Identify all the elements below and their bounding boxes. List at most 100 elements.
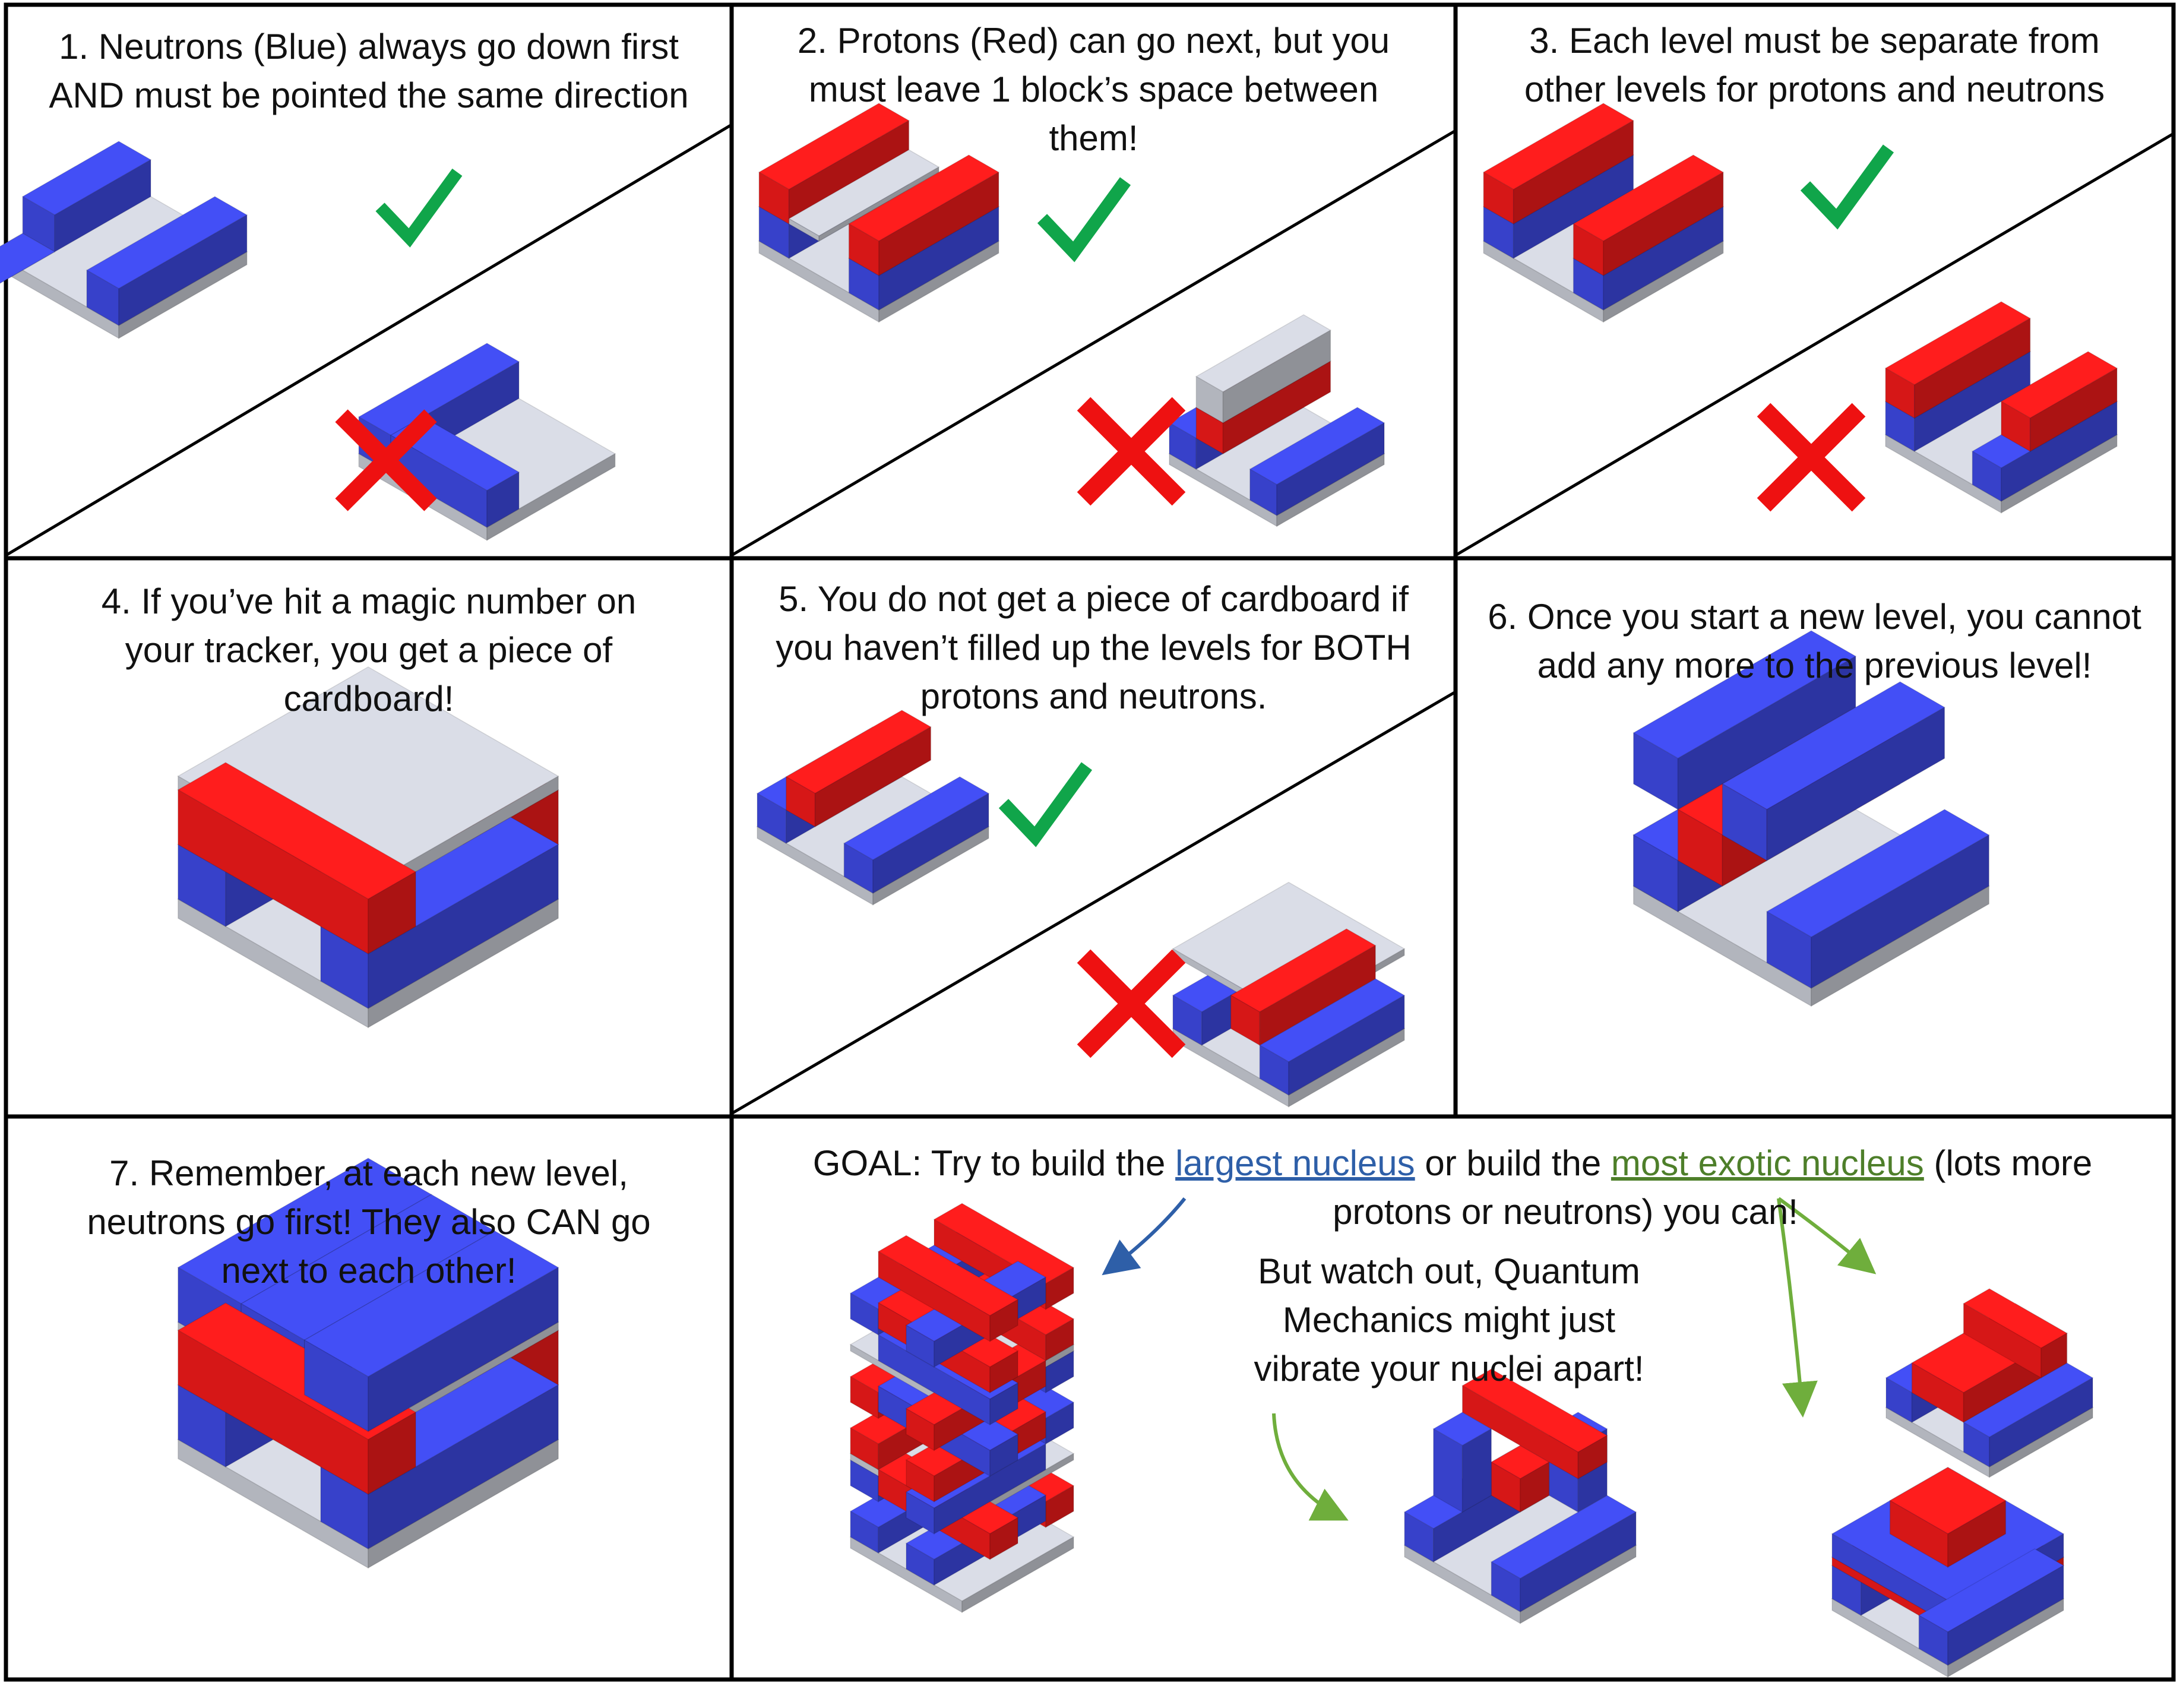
neutron-block-4-side	[2001, 400, 2118, 502]
neutron-block-3	[0, 233, 56, 284]
neutron-block-4	[86, 196, 248, 327]
goal-arrows	[1102, 1197, 1877, 1521]
check-icon	[1800, 144, 1894, 230]
check-icon	[998, 762, 1093, 847]
proton-block-6-side	[368, 871, 416, 955]
goal-title: GOAL: Try to build the largest nucleus o…	[732, 1139, 2173, 1236]
neutron-block-4	[1258, 978, 1406, 1096]
rule-3-line-1: 3. Each level must be separate from	[1529, 21, 2100, 61]
rule-4-line-2: your tracker, you get a piece of	[125, 630, 613, 670]
rule-7-title: 7. Remember, at each new level, neutrons…	[6, 1149, 732, 1295]
rule-3-title: 3. Each level must be separate from othe…	[1456, 17, 2173, 114]
proton-block-3	[1482, 103, 1635, 225]
rule-3-correct-build	[1482, 103, 1725, 323]
cardboard-block-5	[1195, 314, 1332, 424]
neutron-block-5	[1432, 1412, 1492, 1513]
rule-4-title: 4. If you’ve hit a magic number on your …	[6, 577, 732, 723]
neutron-block-9-side	[368, 1266, 559, 1432]
neutron-block-5-side	[1461, 1428, 1492, 1513]
proton-block-23	[877, 1235, 1019, 1342]
neutron-block-4-side	[872, 792, 989, 894]
check-and-cross-marks	[335, 144, 1894, 1058]
rule-5-title: 5. You do not get a piece of cardboard i…	[732, 575, 1456, 721]
proton-block-4	[1490, 1445, 1551, 1513]
block-illustrations	[0, 103, 2118, 1678]
cross-icon	[1757, 403, 1866, 512]
proton-block-6-side	[1947, 1500, 2007, 1568]
rule-5-line-3: protons and neutrons.	[920, 676, 1267, 716]
exotic-proton-rich-build	[1885, 1288, 2094, 1478]
rule-7-line-2: neutrons go first! They also CAN go	[87, 1202, 651, 1242]
rule-6-line-2: add any more to the previous level!	[1537, 646, 2092, 685]
neutron-block-4-side	[1989, 1377, 2093, 1468]
proton-block-3-side	[1914, 317, 2031, 419]
goal-prefix: GOAL: Try to build the	[812, 1143, 1176, 1183]
neutron-block-14-side	[989, 1433, 1018, 1477]
cardboard-block-1-side	[961, 1536, 1074, 1614]
largest-nucleus-stack	[849, 1203, 1075, 1614]
neutron-block-5-side	[1947, 1564, 2064, 1666]
neutron-block-10-side	[934, 1443, 1046, 1535]
check-icon	[1037, 177, 1131, 262]
exotic-neutron-rich-build	[1831, 1466, 2065, 1678]
proton-block-16-side	[1045, 1318, 1074, 1362]
proton-block-3	[785, 710, 932, 828]
neutron-block-4	[843, 776, 990, 894]
proton-block-5-side	[2040, 1332, 2068, 1379]
check-icon	[375, 168, 463, 248]
arrow-icon	[1102, 1197, 1187, 1276]
unstable-nucleus-build	[1403, 1368, 1637, 1624]
proton-block-23-side	[989, 1299, 1018, 1342]
goal-suffix: (lots more	[1923, 1143, 2093, 1183]
neutron-block-3	[1490, 1495, 1637, 1613]
proton-block-6	[177, 762, 417, 955]
largest-nucleus-link[interactable]: largest nucleus	[1175, 1143, 1415, 1183]
neutron-block-4	[1962, 1362, 2094, 1468]
rule-6-title: 6. Once you start a new level, you canno…	[1456, 593, 2173, 690]
proton-block-6	[1889, 1466, 2007, 1568]
most-exotic-nucleus-link[interactable]: most exotic nucleus	[1611, 1143, 1924, 1183]
neutron-block-3-side	[0, 251, 55, 284]
panel-grid	[4, 2, 2176, 1682]
neutron-block-4-side	[118, 214, 248, 327]
proton-block-5	[1962, 1288, 2068, 1379]
proton-block-8-side	[368, 1411, 416, 1495]
neutron-block-2	[21, 141, 152, 253]
goal-middle: or build the	[1415, 1143, 1611, 1183]
neutron-block-5-side	[1677, 655, 1856, 811]
proton-block-3-side	[1513, 119, 1634, 225]
neutron-block-6	[1766, 809, 1990, 989]
cross-icon	[1077, 397, 1186, 506]
warning-line-3: vibrate your nuclei apart!	[1254, 1349, 1644, 1388]
goal-line-2: protons or neutrons) you can!	[1333, 1192, 1798, 1232]
rule-1-line-1: 1. Neutrons (Blue) always go down first	[59, 27, 679, 67]
neutron-block-3-side	[486, 471, 520, 529]
cross-icon	[1077, 949, 1186, 1058]
cross-icon	[335, 409, 437, 511]
proton-block-5	[2000, 351, 2118, 453]
rule-2-wrong-build	[1168, 314, 1385, 527]
neutron-block-3-top	[0, 233, 56, 284]
rule-5-correct-build	[756, 710, 990, 906]
goal-line-1: GOAL: Try to build the largest nucleus o…	[732, 1139, 2173, 1188]
rule-6-build	[1632, 630, 1990, 1007]
rule-3-wrong-build	[1884, 301, 2118, 514]
rule-5-wrong-build	[1172, 881, 1406, 1108]
rule-1-line-2: AND must be pointed the same direction	[49, 75, 689, 115]
rule-6-line-1: 6. Once you start a new level, you canno…	[1488, 597, 2141, 637]
rule-5-line-1: 5. You do not get a piece of cardboard i…	[779, 579, 1409, 619]
quantum-warning: But watch out, Quantum Mechanics might j…	[1200, 1247, 1698, 1393]
neutron-block-6-side	[1811, 834, 1990, 989]
warning-line-1: But watch out, Quantum	[1258, 1251, 1640, 1291]
rule-4-line-3: cardboard!	[283, 679, 454, 719]
rule-5-line-2: you haven’t filled up the levels for BOT…	[776, 628, 1412, 668]
rule-1-correct-build	[0, 141, 248, 339]
proton-block-5	[1572, 154, 1725, 277]
arrow-icon	[1272, 1413, 1349, 1521]
neutron-block-4	[1249, 407, 1385, 517]
neutron-block-4-side	[1276, 422, 1385, 517]
rule-4-build	[177, 666, 559, 1029]
rule-1-title: 1. Neutrons (Blue) always go down first …	[6, 23, 732, 120]
cardboard-block-5-side	[1222, 329, 1331, 424]
